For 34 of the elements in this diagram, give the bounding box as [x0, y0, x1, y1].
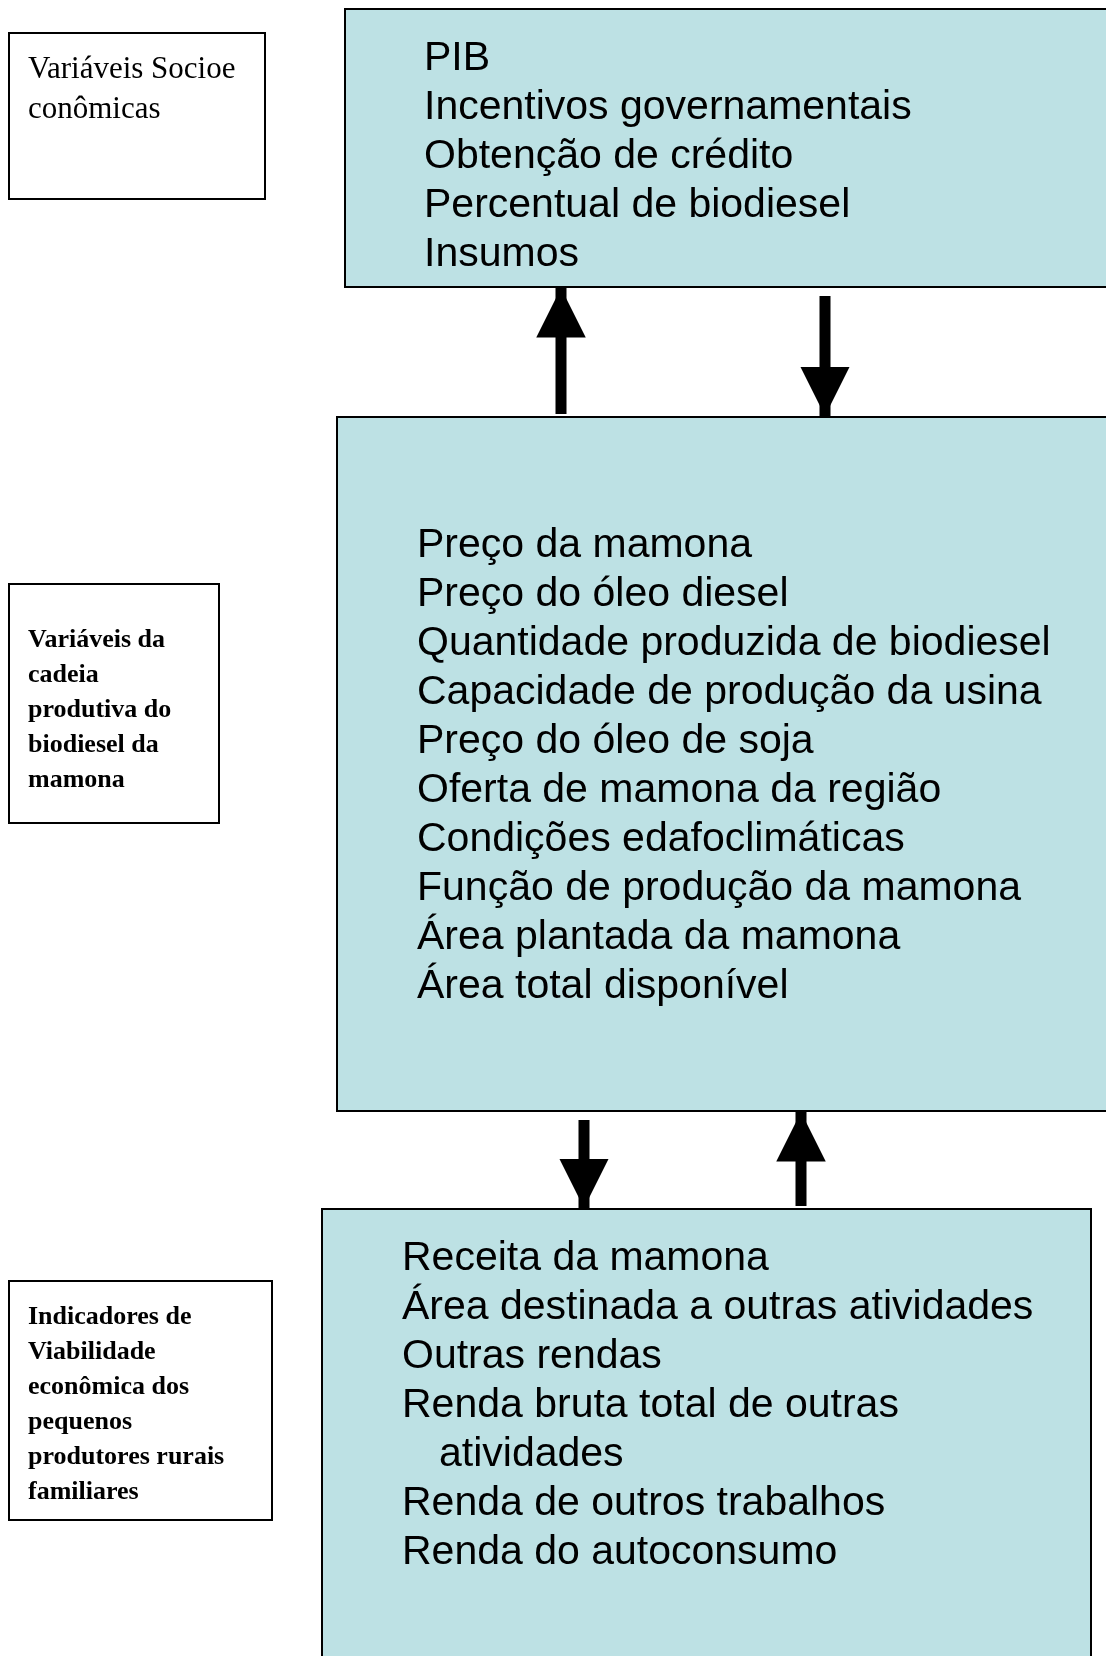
label-box — [8, 583, 220, 824]
variable-box — [344, 8, 1106, 288]
label-box — [8, 1280, 273, 1521]
variable-item: PIB — [424, 32, 492, 81]
variable-item: Preço do óleo diesel — [417, 568, 790, 617]
variable-item: Oferta de mamona da região — [417, 764, 943, 813]
variable-item: Condições edafoclimáticas — [417, 813, 906, 862]
arrow — [559, 1120, 609, 1208]
variable-item: Área destinada a outras atividades — [402, 1281, 1035, 1330]
variable-item: Quantidade produzida de biodiesel — [417, 617, 1052, 666]
variable-item: Renda de outros trabalhos — [402, 1477, 887, 1526]
variable-item: Função de produção da mamona — [417, 862, 1022, 911]
variable-item: Renda do autoconsumo — [402, 1526, 839, 1575]
variable-item: Renda bruta total de outras atividades — [402, 1379, 900, 1477]
variable-item: Percentual de biodiesel — [424, 179, 852, 228]
variable-item: Área plantada da mamona — [417, 911, 902, 960]
variable-item: Preço da mamona — [417, 519, 753, 568]
variable-item: Outras rendas — [402, 1330, 663, 1379]
variable-box — [321, 1208, 1092, 1656]
label-box — [8, 32, 266, 200]
variable-item: Receita da mamona — [402, 1232, 770, 1281]
variable-item: Preço do óleo de soja — [417, 715, 815, 764]
arrow — [776, 1112, 826, 1206]
variable-item: Área total disponível — [417, 960, 790, 1009]
box-heading: Variáveis da cadeia produtiva do biodiesel da mamona — [28, 623, 173, 796]
variable-item: Capacidade de produção da usina — [417, 666, 1043, 715]
variable-box — [336, 416, 1106, 1112]
variable-item: Incentivos governamentais — [424, 81, 913, 130]
box-heading: Variáveis Socioeconômicas — [28, 49, 237, 128]
box-heading: Indicadores de Viabilidade econômica dos pequenos produtores rurais familiares — [28, 1300, 226, 1508]
arrow — [536, 288, 586, 414]
variable-item: Obtenção de crédito — [424, 130, 795, 179]
variable-item: Insumos — [424, 228, 580, 277]
arrow — [800, 296, 850, 416]
